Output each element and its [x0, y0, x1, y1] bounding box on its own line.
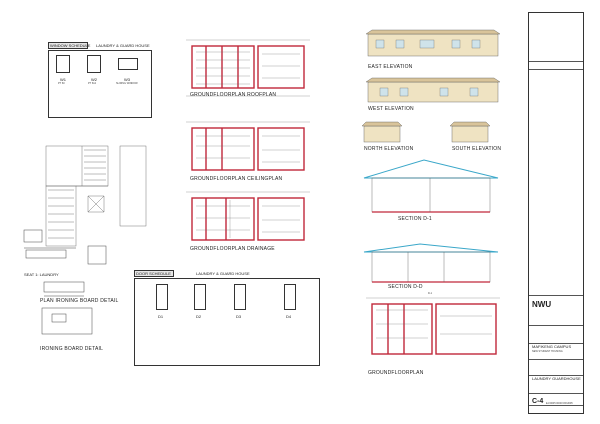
sheet-number: C-4: [532, 398, 544, 405]
window-schedule-title: WINDOW SCHEDULE: [50, 43, 91, 48]
door-d1-code: D1: [158, 314, 164, 319]
drawing-number: E-F0005 0000 NWU005: [546, 402, 573, 405]
campus-name: MAFIKENG CAMPUS: [532, 344, 572, 349]
window-w1-drawing: [56, 55, 70, 73]
project-name: NEW STUDENT HOUSING: [532, 350, 563, 353]
window-w2-type: PT 612: [88, 82, 97, 85]
window-w2-code: W2: [91, 77, 97, 82]
door-schedule-table: [134, 278, 320, 366]
groundfloorplan-label: GROUNDFLOORPLAN: [368, 370, 424, 376]
window-w3-type: SLIDING WINDOW: [116, 82, 138, 85]
door-d4-drawing: [284, 284, 296, 310]
door-d1-drawing: [156, 284, 168, 310]
door-schedule-subtitle: LAUNDRY & GUARD HOUSE: [196, 271, 250, 276]
section-2-label: SECTION D-D: [388, 284, 423, 290]
section-grid-label: D-1: [428, 292, 433, 295]
ceilingplan-label: GROUNDFLOORPLAN CEILINGPLAN: [190, 176, 283, 182]
door-d4-code: D4: [286, 314, 292, 319]
door-d3-drawing: [234, 284, 246, 310]
roofplan-label: GROUNDFLOORPLAN ROOFPLAN: [190, 92, 277, 98]
door-d2-code: D2: [196, 314, 202, 319]
window-w3-drawing: [118, 58, 138, 70]
east-elevation-label: EAST ELEVATION: [368, 64, 413, 70]
window-schedule-subtitle: LAUNDRY & GUARD HOUSE: [96, 43, 150, 48]
door-schedule-header: [134, 270, 174, 277]
ironing-detail-label: IRONING BOARD DETAIL: [40, 346, 104, 352]
nwu-logo: NWU: [532, 300, 552, 309]
seat-laundry-label: SEAT 1: LAUNDRY: [24, 272, 59, 277]
window-w2-drawing: [87, 55, 101, 73]
ironing-plan-label: PLAN IRONING BOARD DETAIL: [40, 298, 119, 304]
title-block: [528, 12, 584, 414]
window-schedule-header: [48, 42, 88, 49]
door-schedule-title: DOOR SCHEDULE: [136, 271, 171, 276]
south-elevation-label: SOUTH ELEVATION: [452, 146, 502, 152]
window-schedule-table: [48, 50, 152, 118]
door-d3-code: D3: [236, 314, 242, 319]
window-w1-code: W1: [60, 77, 66, 82]
window-w3-code: W3: [124, 77, 130, 82]
window-w1-type: PT 60: [58, 82, 65, 85]
door-d2-drawing: [194, 284, 206, 310]
section-1-label: SECTION D-1: [398, 216, 432, 222]
sheet-name: LAUNDRY GUARDHOUSE: [532, 376, 581, 381]
drainage-label: GROUNDFLOORPLAN DRAINAGE: [190, 246, 275, 252]
west-elevation-label: WEST ELEVATION: [368, 106, 414, 112]
north-elevation-label: NORTH ELEVATION: [364, 146, 414, 152]
